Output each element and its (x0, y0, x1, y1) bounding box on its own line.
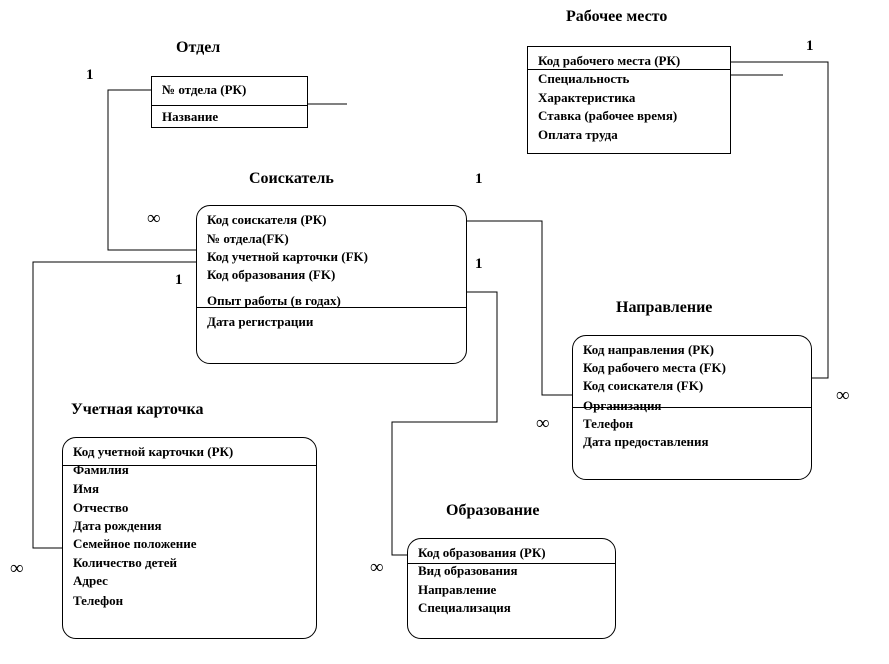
napravlenie-field-fk-soiskatel: Код соискателя (FK) (583, 378, 704, 393)
entity-napravlenie: Код направления (РК) Код рабочего места … (572, 335, 812, 480)
obrazovanie-field-1: Вид образования (418, 563, 518, 578)
mesto-key-separator (528, 69, 730, 70)
entity-otdel-title: Отдел (176, 39, 221, 56)
kartochka-field-5: Семейное положение (73, 536, 197, 551)
soiskatel-otdel-cardinality-many: ∞ (147, 208, 161, 229)
entity-soiskatel-title: Соискатель (249, 170, 334, 187)
obrazovanie-key-separator (408, 563, 615, 564)
line-mesto-napravlenie (731, 61, 829, 379)
mesto-field-3: Ставка (рабочее время) (538, 108, 678, 123)
otdel-cardinality-one: 1 (86, 67, 94, 83)
soiskatel-obrazovanie-cardinality-one: 1 (475, 256, 483, 272)
kartochka-field-pk: Код учетной карточки (РК) (73, 444, 234, 459)
entity-obrazovanie-title: Образование (446, 502, 540, 519)
soiskatel-kartochka-cardinality-one: 1 (175, 272, 183, 288)
napravlenie-field-4: Телефон (583, 416, 634, 431)
kartochka-field-2: Имя (73, 481, 99, 496)
kartochka-field-1: Фамилия (73, 462, 129, 477)
obrazovanie-cardinality-many: ∞ (370, 557, 384, 578)
otdel-field-name: Название (162, 109, 219, 124)
entity-rabochee-mesto-title: Рабочее место (566, 8, 668, 25)
kartochka-field-7: Адрес (73, 573, 108, 588)
napravlenie-field-3: Организация (583, 398, 662, 413)
obrazovanie-field-2: Направление (418, 582, 497, 597)
kartochka-field-8: Телефон (73, 593, 124, 608)
otdel-field-pk: № отдела (РК) (162, 82, 247, 97)
napravlenie-soiskatel-cardinality-many: ∞ (536, 413, 550, 434)
napravlenie-key-separator (573, 407, 811, 408)
kartochka-field-6: Количество детей (73, 555, 177, 570)
soiskatel-napravlenie-cardinality-one: 1 (475, 171, 483, 187)
napravlenie-field-5: Дата предоставления (583, 434, 709, 449)
kartochka-field-4: Дата рождения (73, 518, 162, 533)
line-soiskatel-kartochka (32, 261, 196, 549)
line-otdel-soiskatel (107, 89, 196, 251)
entity-rabochee-mesto: Код рабочего места (РК) Специальность Ха… (527, 46, 731, 154)
kartochka-cardinality-many: ∞ (10, 558, 24, 579)
mesto-cardinality-one: 1 (806, 38, 814, 54)
entity-otdel: № отдела (РК) Название (151, 76, 308, 128)
otdel-key-separator (152, 105, 307, 106)
kartochka-field-3: Отчество (73, 500, 129, 515)
mesto-field-1: Специальность (538, 71, 630, 86)
soiskatel-key-separator (197, 307, 466, 308)
soiskatel-field-pk: Код соискателя (РК) (207, 212, 327, 227)
mesto-field-4: Оплата труда (538, 127, 618, 142)
mesto-field-2: Характеристика (538, 90, 636, 105)
napravlenie-field-fk-mesto: Код рабочего места (FK) (583, 360, 726, 375)
kartochka-key-separator (63, 465, 316, 466)
napravlenie-field-pk: Код направления (РК) (583, 342, 714, 357)
entity-napravlenie-title: Направление (616, 299, 713, 316)
obrazovanie-field-3: Специализация (418, 600, 511, 615)
mesto-field-pk: Код рабочего места (РК) (538, 53, 681, 68)
entity-kartochka-title: Учетная карточка (71, 401, 204, 418)
line-soiskatel-obrazovanie (391, 291, 498, 556)
entity-soiskatel: Код соискателя (РК) № отдела(FK) Код уче… (196, 205, 467, 364)
napravlenie-mesto-cardinality-many: ∞ (836, 385, 850, 406)
obrazovanie-field-pk: Код образования (РК) (418, 545, 546, 560)
line-soiskatel-napravlenie (467, 220, 572, 396)
soiskatel-field-5: Дата регистрации (207, 314, 314, 329)
soiskatel-field-fk-obrazovanie: Код образования (FK) (207, 267, 336, 282)
soiskatel-field-4: Опыт работы (в годах) (207, 293, 341, 308)
entity-obrazovanie: Код образования (РК) Вид образования Нап… (407, 538, 616, 639)
soiskatel-field-fk-kartochka: Код учетной карточки (FK) (207, 249, 368, 264)
entity-uchetnaya-kartochka: Код учетной карточки (РК) Фамилия Имя От… (62, 437, 317, 639)
soiskatel-field-fk-otdel: № отдела(FK) (207, 231, 289, 246)
